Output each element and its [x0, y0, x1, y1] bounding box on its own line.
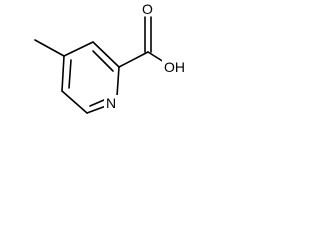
structure-drawing: O OH N	[34, 1, 186, 114]
ring-bond-c5-c6	[61, 90, 88, 114]
hydroxyl-label: OH	[164, 59, 185, 75]
carboxyl-bond	[118, 51, 149, 68]
oxygen-double-label: O	[142, 1, 153, 17]
nitrogen-label: N	[106, 95, 116, 111]
ring-double-bond-c4-c5	[68, 59, 72, 89]
ring-double-bond-c2-c3	[92, 50, 114, 72]
ring-bond-c6-n	[86, 105, 107, 114]
ring-bond-c3-c4	[63, 41, 94, 57]
hydroxyl-bond	[147, 51, 165, 63]
ring-double-bond-c6-n	[89, 99, 105, 107]
nitrogen-bg	[104, 95, 118, 110]
structure-canvas: O OH N	[0, 0, 194, 134]
ring-bond-c2-c3	[92, 41, 120, 68]
ring-bond-c4-c5	[61, 55, 65, 92]
ring-bond-n-c2	[116, 66, 120, 97]
methyl-bond	[34, 39, 65, 57]
hydroxyl-bg	[162, 59, 186, 74]
oxygen-double-bg	[140, 1, 154, 16]
